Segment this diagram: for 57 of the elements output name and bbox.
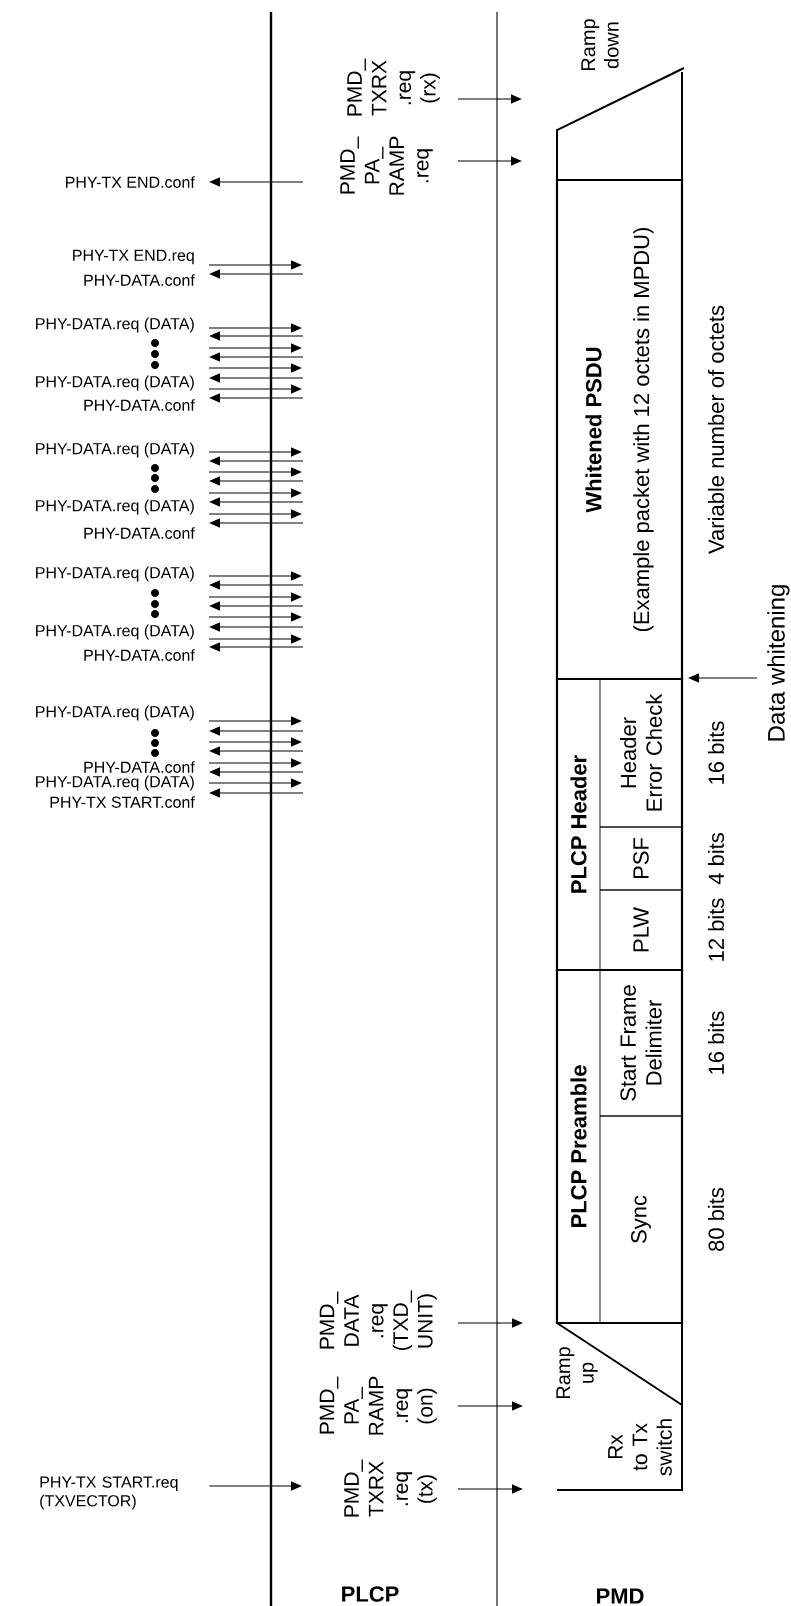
message-label: PHY-DATA.req (DATA)	[36, 566, 194, 582]
message-label: PHY-TX START.conf	[50, 796, 195, 808]
arrow	[208, 323, 302, 333]
message-label: PHY-DATA.req (DATA)	[36, 442, 194, 458]
message-label: PHY-DATA.conf	[84, 761, 195, 773]
size-label: 80 bits	[707, 1187, 725, 1251]
arrow	[208, 716, 302, 726]
message-label: PHY-TX END.conf	[66, 176, 195, 188]
arrow	[208, 737, 302, 747]
message-label: PHY-TX END.req	[73, 249, 194, 265]
arrow	[208, 447, 302, 457]
primitive-label: PMD_ PA_ RAMP .req	[340, 136, 433, 195]
size-label: Variable number of octets	[707, 305, 725, 554]
annotation-label: Data whitening	[767, 585, 790, 741]
ramp-label: Ramp down	[581, 19, 619, 71]
subfield-box: Sync	[599, 1115, 683, 1324]
layer-label: PMD	[597, 1588, 644, 1604]
message-label: PHY-DATA.conf	[84, 649, 195, 661]
message-label: PHY-DATA.req (DATA)	[36, 375, 194, 391]
size-label: 4 bits	[707, 833, 725, 885]
size-label: 16 bits	[707, 721, 725, 784]
layer-label: PLCP	[342, 1586, 399, 1602]
arrow	[208, 758, 302, 768]
message-label: PHY-DATA.conf	[84, 274, 195, 286]
arrow	[208, 363, 302, 373]
primitive-label: PMD_ TXRX .req (tx)	[344, 1459, 437, 1517]
size-label: 16 bits	[707, 1011, 725, 1074]
message-label: PHY-DATA.req (DATA)	[36, 624, 194, 640]
arrow	[208, 343, 302, 353]
size-label: 12 bits	[707, 898, 725, 961]
arrow	[208, 488, 302, 498]
arrow	[208, 1481, 302, 1491]
message-label: PHY-DATA.req (DATA)	[36, 775, 194, 791]
arrow	[208, 778, 302, 788]
message-label: PHY-TX START.req (TXVECTOR)	[40, 1476, 178, 1510]
field-box: Whitened PSDU (Example packet with 12 octets in MPDU)	[555, 178, 684, 681]
subfield-box: Header Error Check	[599, 678, 683, 828]
message-label: PHY-DATA.req (DATA)	[36, 317, 194, 333]
primitive-label: PMD_ PA_ RAMP .req (on)	[319, 1376, 437, 1435]
arrow	[208, 634, 302, 644]
primitive-label: PMD_ TXRX .req (rx)	[347, 58, 440, 116]
arrow	[208, 592, 302, 602]
message-label: PHY-DATA.conf	[84, 527, 195, 539]
arrow	[208, 260, 302, 270]
message-label: PHY-DATA.req (DATA)	[36, 705, 194, 721]
arrow	[208, 467, 302, 477]
subfield-box: PSF	[599, 826, 683, 891]
message-label: PHY-DATA.req (DATA)	[36, 499, 194, 515]
subfield-box: Start Frame Delimiter	[599, 969, 683, 1117]
primitive-label: PMD_ DATA .req (TXD_ UNIT)	[319, 1290, 437, 1351]
arrow	[208, 612, 302, 622]
message-label: PHY-DATA.conf	[84, 399, 195, 411]
arrow	[208, 384, 302, 394]
ramp-label: Ramp up	[556, 1347, 598, 1399]
arrow	[208, 509, 302, 519]
subfield-box: PLW	[599, 889, 683, 971]
arrow	[208, 571, 302, 581]
